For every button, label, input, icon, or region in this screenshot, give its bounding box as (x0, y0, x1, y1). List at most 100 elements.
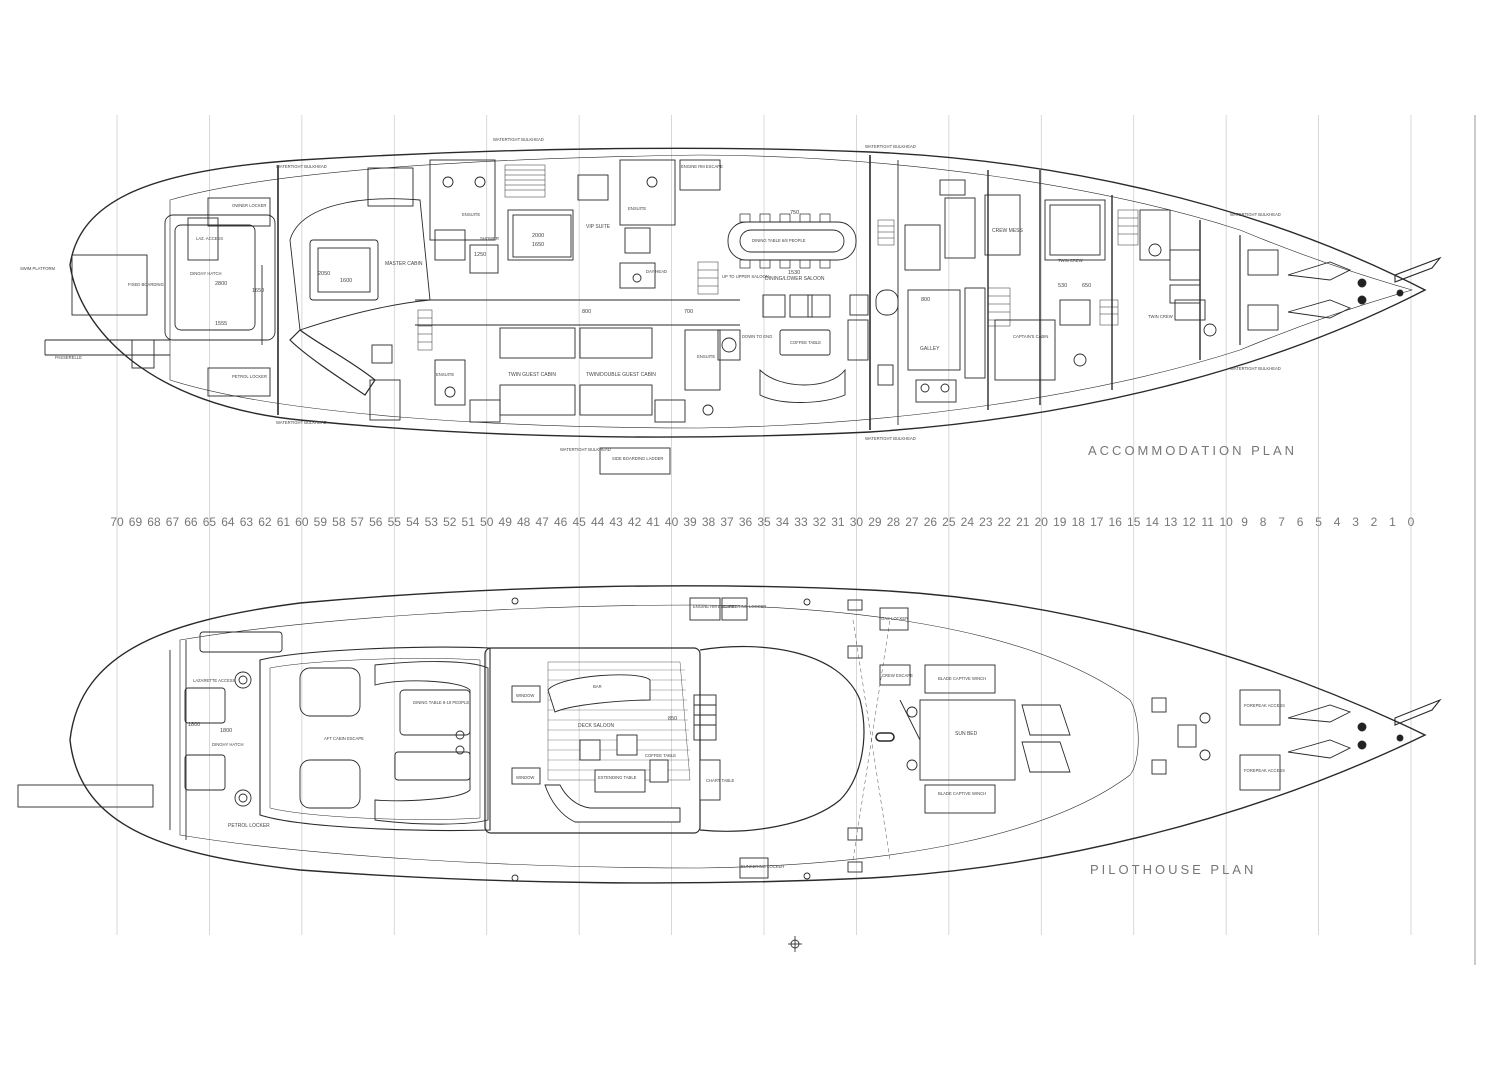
frame-number: 48 (517, 515, 531, 529)
pilothouse-plan (17, 585, 1442, 884)
label-dining-table-ph: DINING TABLE 8-10 PEOPLE (413, 700, 469, 705)
frame-number: 38 (702, 515, 716, 529)
frame-number: 13 (1164, 515, 1178, 529)
frame-number: 6 (1297, 515, 1304, 529)
accommodation-plan-title: ACCOMMODATION PLAN (1088, 443, 1297, 458)
label-bunkering-locker-top: BUNKERING LOCKER (723, 604, 766, 609)
frame-number: 23 (979, 515, 993, 529)
frame-number: 40 (665, 515, 679, 529)
frame-number: 30 (850, 515, 864, 529)
pilothouse-labels: LAZARETTE ACCESS DINGHY HATCH 1800 1800 … (188, 604, 1285, 869)
dim-530: 530 (1058, 283, 1067, 289)
frame-number: 45 (572, 515, 586, 529)
frame-number: 12 (1182, 515, 1196, 529)
frame-number: 33 (794, 515, 808, 529)
frame-number: 70 (110, 515, 124, 529)
frame-number: 14 (1146, 515, 1160, 529)
dim-2000: 2000 (532, 233, 544, 239)
frame-number: 65 (203, 515, 217, 529)
frame-number: 32 (813, 515, 827, 529)
frame-number: 61 (277, 515, 291, 529)
label-twin-crew-b: TWIN CREW (1148, 314, 1173, 319)
frame-number: 46 (554, 515, 568, 529)
frame-number: 62 (258, 515, 272, 529)
label-ensuite-master: ENSUITE (462, 212, 480, 217)
frame-number: 52 (443, 515, 457, 529)
frame-number: 34 (776, 515, 790, 529)
frame-number: 28 (887, 515, 901, 529)
label-window-bottom: WINDOW (516, 775, 534, 780)
label-engine-rm-escape-ph: ENGINE RM ESCAPE (693, 604, 735, 609)
label-engine-rm-escape: ENGINE RM ESCAPE (681, 164, 723, 169)
dim-1555: 1555 (215, 321, 227, 327)
frame-number: 8 (1260, 515, 1267, 529)
frame-number: 9 (1241, 515, 1248, 529)
label-fixed-boarding: FIXED BOARDING (128, 282, 164, 287)
dim-1250: 1250 (474, 252, 486, 258)
frame-number: 43 (609, 515, 623, 529)
frame-number: 16 (1109, 515, 1123, 529)
accommodation-plan (44, 147, 1442, 475)
label-lazarette-access: LAZARETTE ACCESS (193, 678, 236, 683)
frame-number: 31 (831, 515, 845, 529)
label-wt-bulkhead-c1: WATERTIGHT BULKHEAD (865, 144, 916, 149)
north-arrow-icon (788, 936, 802, 952)
label-master-cabin: MASTER CABIN (385, 261, 423, 267)
frame-number: 1 (1389, 515, 1396, 529)
label-side-boarding-ladder: SIDE BOARDING LADDER (612, 456, 663, 461)
frame-number: 56 (369, 515, 383, 529)
label-deck-saloon: DECK SALOON (578, 723, 615, 729)
frame-number: 55 (388, 515, 402, 529)
label-window-top: WINDOW (516, 693, 534, 698)
frame-number: 47 (535, 515, 549, 529)
label-sun-bed: SUN BED (955, 731, 978, 737)
label-aft-cabin-escape: AFT CABIN ESCAPE (324, 736, 364, 741)
label-ensuite-stbd: ENSUITE (697, 354, 715, 359)
label-day-head: DAY HEAD (646, 269, 667, 274)
dim-1800a: 1800 (188, 722, 200, 728)
pilothouse-plan-title: PILOTHOUSE PLAN (1090, 862, 1256, 877)
dim-850: 850 (668, 716, 677, 722)
frame-number: 19 (1053, 515, 1067, 529)
label-wt-bulkhead-a2: WATERTIGHT BULKHEAD (276, 420, 327, 425)
dim-800a: 800 (582, 309, 591, 315)
frame-number: 15 (1127, 515, 1141, 529)
label-twin-guest-cabin: TWIN GUEST CABIN (508, 372, 556, 378)
frame-number: 4 (1334, 515, 1341, 529)
frame-number: 69 (129, 515, 143, 529)
frame-number: 11 (1201, 515, 1214, 529)
frame-number: 57 (351, 515, 365, 529)
frame-number: 37 (720, 515, 734, 529)
frame-number: 68 (147, 515, 161, 529)
label-laz-access: LAZ. ACCESS (196, 236, 223, 241)
frame-number: 41 (646, 515, 660, 529)
frame-number: 54 (406, 515, 420, 529)
frame-number: 18 (1072, 515, 1086, 529)
label-bunkering-locker-bottom: BUNKERING LOCKER (741, 864, 784, 869)
label-down-to-engine: DOWN TO ENG (742, 334, 772, 339)
dim-750: 750 (790, 210, 799, 216)
frame-number: 27 (905, 515, 919, 529)
label-dinghy-hatch: DINGHY HATCH (190, 271, 222, 276)
label-up-to-upper-saloon: UP TO UPPER SALOON (722, 274, 769, 279)
label-owner-locker: OWNER LOCKER (232, 203, 266, 208)
label-wt-bulkhead-a1: WATERTIGHT BULKHEAD (276, 164, 327, 169)
label-twin-crew-a: TWIN CREW (1058, 258, 1083, 263)
label-wt-bulkhead-b2: WATERTIGHT BULKHEAD (560, 447, 611, 452)
frame-number: 36 (739, 515, 753, 529)
label-wt-bulkhead-d2: WATERTIGHT BULKHEAD (1230, 366, 1281, 371)
frame-number: 50 (480, 515, 494, 529)
frame-number: 64 (221, 515, 235, 529)
dim-1650b: 1650 (532, 242, 544, 248)
label-forepeak-access-top: FOREPEAK ACCESS (1244, 703, 1285, 708)
label-petrol-locker: PETROL LOCKER (232, 374, 267, 379)
label-blade-winch-top: BLADE CAPTIVE WINCH (938, 676, 986, 681)
label-ensuite-vip: ENSUITE (628, 206, 646, 211)
label-extending-table: EXTENDING TABLE (598, 775, 637, 780)
frame-number: 7 (1278, 515, 1285, 529)
frame-number: 66 (184, 515, 198, 529)
frame-number: 59 (314, 515, 328, 529)
label-shower: SHOWER (480, 236, 499, 241)
